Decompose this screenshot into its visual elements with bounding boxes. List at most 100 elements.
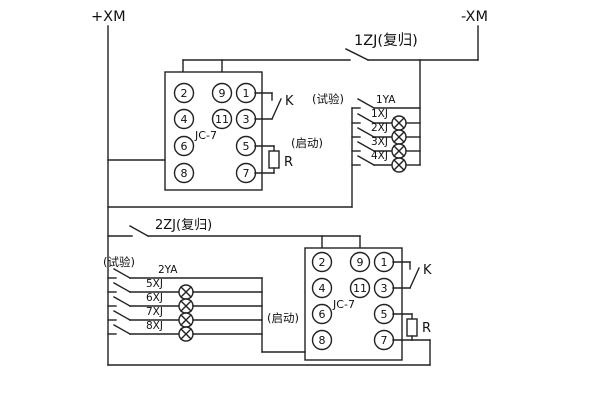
relay-model-label: JC-7 — [194, 129, 217, 142]
top-test-label: (试验) — [312, 92, 344, 106]
switch-blade-icon — [113, 282, 131, 293]
row-6xj: 6XJ — [107, 292, 263, 314]
switch-blade-icon — [409, 267, 420, 289]
switch-blade-icon — [113, 296, 131, 307]
switch-blade-icon — [357, 155, 375, 166]
bottom-test-label: (试验) — [103, 255, 135, 269]
bottom-r-label: R — [422, 321, 431, 336]
row-6xj-label: 6XJ — [146, 292, 163, 304]
terminal-9: 9 — [349, 251, 371, 273]
relay-model-label: JC-7 — [332, 298, 355, 311]
switch-blade-icon — [113, 310, 131, 321]
lamp-icon — [391, 157, 407, 173]
switch-blade-icon — [113, 324, 131, 335]
svg-text:6: 6 — [181, 140, 188, 153]
row-1ya: 1YA — [351, 94, 421, 109]
svg-text:8: 8 — [181, 167, 188, 180]
svg-text:11: 11 — [353, 282, 367, 295]
svg-text:5: 5 — [243, 140, 250, 153]
svg-text:7: 7 — [243, 167, 250, 180]
relay-block-2: 2 9 1 4 11 3 6 5 8 7 JC-7 — [304, 247, 403, 361]
lamp-icon — [391, 115, 407, 131]
svg-text:9: 9 — [219, 87, 226, 100]
row-2ya: 2YA — [107, 264, 263, 279]
positive-bus-label: +XM — [91, 9, 126, 25]
top-rows: (试验) (启动) 1YA 1XJ 2XJ — [291, 92, 421, 173]
svg-text:3: 3 — [381, 282, 388, 295]
row-1xj: 1XJ — [351, 108, 421, 131]
row-1ya-label: 1YA — [376, 94, 396, 106]
svg-text:4: 4 — [319, 282, 326, 295]
bottom-wiring — [107, 277, 431, 366]
terminal-6: 6 — [311, 303, 333, 325]
lamp-icon — [391, 143, 407, 159]
switch-blade-icon — [357, 141, 375, 152]
bottom-start-label: (启动) — [267, 311, 299, 325]
row-2xj: 2XJ — [351, 122, 421, 145]
terminal-1: 1 — [235, 82, 257, 104]
switch-blade-icon — [113, 268, 131, 279]
top-r-label: R — [284, 155, 293, 170]
top-k-contact: K — [254, 92, 294, 120]
lamp-icon — [178, 326, 194, 342]
svg-text:2: 2 — [319, 256, 326, 269]
bottom-k-contact: K — [392, 261, 432, 289]
row-7xj-label: 7XJ — [146, 306, 163, 318]
resistor-icon — [268, 150, 280, 169]
row-1xj-label: 1XJ — [371, 108, 388, 120]
terminal-5: 5 — [235, 135, 257, 157]
top-reset-contact-label: 1ZJ(复归) — [354, 31, 418, 49]
terminal-5: 5 — [373, 303, 395, 325]
switch-blade-icon — [345, 48, 369, 61]
terminal-3: 3 — [235, 108, 257, 130]
terminal-4: 4 — [173, 108, 195, 130]
top-wiring — [107, 59, 421, 208]
svg-text:11: 11 — [215, 113, 229, 126]
switch-blade-icon — [357, 127, 375, 138]
row-3xj-label: 3XJ — [371, 136, 388, 148]
svg-text:6: 6 — [319, 308, 326, 321]
switch-blade-icon — [357, 98, 375, 109]
terminal-11: 11 — [349, 277, 371, 299]
terminal-7: 7 — [235, 162, 257, 184]
terminal-8: 8 — [173, 162, 195, 184]
bottom-reset-contact-label: 2ZJ(复归) — [155, 218, 212, 233]
terminal-9: 9 — [211, 82, 233, 104]
svg-text:7: 7 — [381, 334, 388, 347]
row-4xj-label: 4XJ — [371, 150, 388, 162]
row-8xj-label: 8XJ — [146, 320, 163, 332]
row-2xj-label: 2XJ — [371, 122, 388, 134]
svg-text:8: 8 — [319, 334, 326, 347]
row-5xj-label: 5XJ — [146, 278, 163, 290]
lamp-icon — [178, 312, 194, 328]
lamp-icon — [178, 298, 194, 314]
relay-block-1: 2 9 1 4 11 3 6 5 8 7 JC-7 — [164, 71, 263, 191]
terminal-4: 4 — [311, 277, 333, 299]
lamp-icon — [391, 129, 407, 145]
svg-text:9: 9 — [357, 256, 364, 269]
svg-text:1: 1 — [243, 87, 250, 100]
lamp-icon — [178, 284, 194, 300]
terminal-11: 11 — [211, 108, 233, 130]
terminal-8: 8 — [311, 329, 333, 351]
row-5xj: 5XJ — [107, 278, 263, 300]
top-reset-contact: 1ZJ(复归) — [182, 31, 479, 85]
top-k-label: K — [285, 94, 294, 109]
bottom-k-label: K — [423, 263, 432, 278]
bottom-rows: (试验) (启动) 2YA 5XJ 6XJ — [103, 255, 299, 342]
row-4xj: 4XJ — [351, 150, 421, 173]
terminal-7: 7 — [373, 329, 395, 351]
row-2ya-label: 2YA — [158, 264, 178, 276]
svg-text:3: 3 — [243, 113, 250, 126]
terminal-6: 6 — [173, 135, 195, 157]
svg-text:1: 1 — [381, 256, 388, 269]
negative-bus: -XM — [461, 9, 488, 61]
svg-text:4: 4 — [181, 113, 188, 126]
switch-blade-icon — [271, 98, 282, 120]
switch-blade-icon — [129, 225, 149, 237]
bottom-resistor: R — [392, 313, 431, 341]
positive-bus: +XM — [91, 9, 126, 366]
negative-bus-label: -XM — [461, 9, 488, 25]
